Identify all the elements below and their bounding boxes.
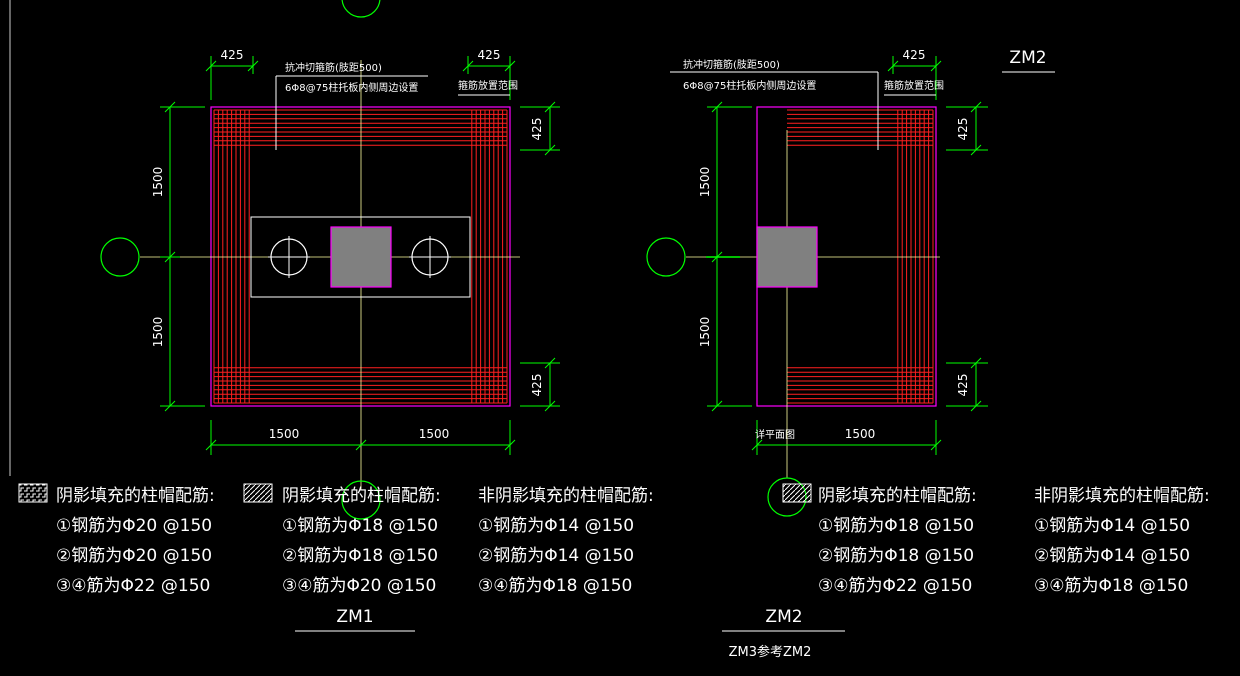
legend-1-swatch [18, 483, 48, 503]
zm2-dim-right-top: 425 [956, 118, 970, 141]
legend-5-line1: ①钢筋为Φ14 @150 [1034, 516, 1190, 536]
zm2-note-line1: 抗冲切箍筋(肢距500) [683, 58, 780, 71]
zm1-hole-left [268, 236, 310, 278]
legend-3: 非阴影填充的柱帽配筋: ①钢筋为Φ14 @150 ②钢筋为Φ14 @150 ③④… [478, 486, 654, 596]
legend-5-line3: ③④筋为Φ18 @150 [1034, 576, 1188, 596]
zm1-dim-top-left: 425 [221, 48, 244, 62]
zm2-corner-label: ZM2 [1009, 48, 1046, 68]
zm1-column [330, 226, 392, 288]
legend-2-swatch [243, 483, 273, 503]
zm1-dimensions [160, 56, 560, 455]
legend-3-line1: ①钢筋为Φ14 @150 [478, 516, 634, 536]
zm1-dim-top-right: 425 [478, 48, 501, 62]
legend-4-line3: ③④筋为Φ22 @150 [818, 576, 972, 596]
zm2-note-line2: 6Φ8@75柱托板内侧周边设置 [683, 79, 816, 92]
legend-5: 非阴影填充的柱帽配筋: ①钢筋为Φ14 @150 ②钢筋为Φ14 @150 ③④… [1034, 486, 1210, 596]
legend-4-swatch [782, 483, 812, 503]
legend-1-line3: ③④筋为Φ22 @150 [56, 576, 210, 596]
zm1-note-leaders [275, 75, 510, 150]
zm2-dim-bottom: 1500 [845, 427, 876, 441]
zm1-dim-right-bottom: 425 [530, 374, 544, 397]
zm1-hole-right [409, 236, 451, 278]
zm2-title: ZM2 [765, 607, 802, 627]
legend-2-line2: ②钢筋为Φ18 @150 [282, 546, 438, 566]
zm1-left-grid-bubble [100, 237, 140, 277]
zm1-top-grid-bubble [341, 0, 381, 18]
legend-2-line1: ①钢筋为Φ18 @150 [282, 516, 438, 536]
zm1-dim-bottom-right: 1500 [419, 427, 450, 441]
zm2-dim-left-upper: 1500 [698, 167, 712, 198]
zm3-note: ZM3参考ZM2 [729, 644, 812, 660]
legend-5-title: 非阴影填充的柱帽配筋: [1034, 486, 1210, 506]
legend-2-line3: ③④筋为Φ20 @150 [282, 576, 436, 596]
zm1-drop-panel [250, 216, 471, 298]
zm1-dim-left-upper: 1500 [151, 167, 165, 198]
zm2-note-right: 箍筋放置范围 [884, 79, 944, 92]
zm1-dim-left-lower: 1500 [151, 317, 165, 348]
zm2-bottom-left-note: 详平面图 [755, 428, 795, 441]
legend-4: 阴影填充的柱帽配筋: ①钢筋为Φ18 @150 ②钢筋为Φ18 @150 ③④筋… [782, 483, 977, 596]
zm2-note-leaders [670, 71, 1055, 150]
zm2-left-grid-bubble [646, 237, 686, 277]
legend-1: 阴影填充的柱帽配筋: ①钢筋为Φ20 @150 ②钢筋为Φ20 @150 ③④筋… [18, 483, 215, 596]
legend-4-line1: ①钢筋为Φ18 @150 [818, 516, 974, 536]
zm2-dim-right-bottom: 425 [956, 374, 970, 397]
zm1-title: ZM1 [336, 607, 373, 627]
zm2-column [756, 226, 818, 288]
zm1-cap-outline [210, 106, 511, 407]
zm1-dim-bottom-left: 1500 [269, 427, 300, 441]
zm2-dim-top-right: 425 [903, 48, 926, 62]
zm1-note-line1: 抗冲切箍筋(肢距500) [285, 61, 382, 74]
legend-2-title: 阴影填充的柱帽配筋: [282, 486, 441, 506]
legend-4-title: 阴影填充的柱帽配筋: [818, 486, 977, 506]
legend-1-line2: ②钢筋为Φ20 @150 [56, 546, 212, 566]
zm1-note-right: 箍筋放置范围 [458, 79, 518, 92]
zm2-rebar-group [787, 109, 934, 404]
legend-3-line3: ③④筋为Φ18 @150 [478, 576, 632, 596]
zm2-dimensions [707, 56, 988, 455]
zm1-note-line2: 6Φ8@75柱托板内侧周边设置 [285, 81, 418, 94]
legend-1-title: 阴影填充的柱帽配筋: [56, 486, 215, 506]
legend-3-title: 非阴影填充的柱帽配筋: [478, 486, 654, 506]
legend-1-line1: ①钢筋为Φ20 @150 [56, 516, 212, 536]
zm2-dim-left-lower: 1500 [698, 317, 712, 348]
zm1-bottom-grid-bubble [341, 480, 381, 520]
zm2-plan: ZM2 425 425 425 1500 1500 1500 详平面图 抗冲切箍… [646, 48, 1055, 517]
zm1-rebar-group [213, 109, 508, 404]
zm1-dim-right-top: 425 [530, 118, 544, 141]
legend-3-line2: ②钢筋为Φ14 @150 [478, 546, 634, 566]
legend-5-line2: ②钢筋为Φ14 @150 [1034, 546, 1190, 566]
legend-2: 阴影填充的柱帽配筋: ①钢筋为Φ18 @150 ②钢筋为Φ18 @150 ③④筋… [243, 483, 441, 596]
legend-4-line2: ②钢筋为Φ18 @150 [818, 546, 974, 566]
zm1-plan: 425 425 425 425 1500 1500 1500 1500 抗冲切箍… [100, 0, 560, 520]
